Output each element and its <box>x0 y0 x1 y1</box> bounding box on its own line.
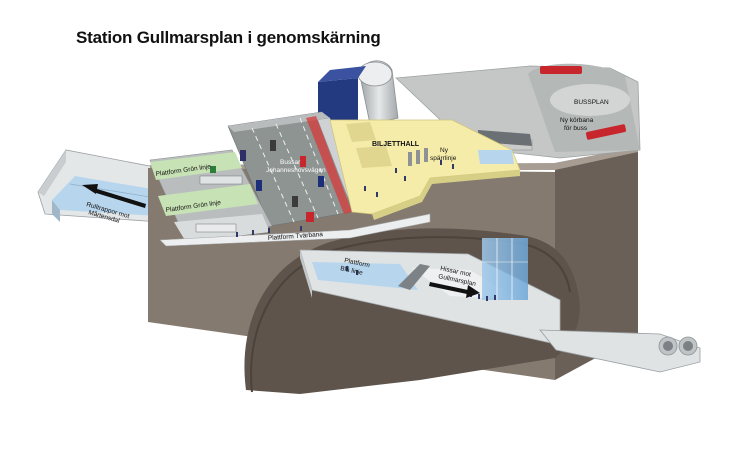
blue-line-level <box>299 238 561 346</box>
green-line-deck <box>149 149 431 247</box>
blue-line-platform <box>312 262 418 290</box>
label-bussar-1: Bussar <box>280 159 301 166</box>
label-bussar-2: Johanneshovsvägen <box>266 167 326 174</box>
road-deck <box>227 111 360 227</box>
train-car <box>199 175 243 185</box>
tram-car <box>195 223 237 233</box>
direction-arrows <box>82 184 480 298</box>
glass-arcade <box>318 60 399 132</box>
lower-right-tunnel <box>539 329 701 373</box>
green-platform-2 <box>158 184 258 216</box>
label-bussplan: BUSSPLAN <box>574 99 609 106</box>
bus-icon <box>306 212 314 222</box>
diagram-title: Station Gullmarsplan i genomskärning <box>76 28 381 47</box>
label-ny-sparrlinje-2: spärrlinje <box>430 155 457 162</box>
label-ny-sparrlinje-1: Ny <box>440 147 449 154</box>
escalator-lower <box>398 264 430 290</box>
green-platform-1 <box>150 152 242 180</box>
left-tunnel <box>37 149 161 223</box>
overpass-rail <box>306 116 352 214</box>
bus-icon <box>540 66 582 74</box>
label-biljetthall: BILJETTHALL <box>372 141 420 148</box>
ticket-hall <box>329 119 521 220</box>
arrow-right-icon <box>466 285 480 298</box>
label-ny-korbana-1: Ny körbana <box>560 117 594 124</box>
bus-icon <box>585 124 627 140</box>
label-plattform-tvarbana: Plattform Tvärbana <box>268 231 324 242</box>
arrow-left-icon <box>82 184 98 194</box>
label-ny-korbana-2: för buss <box>564 125 588 132</box>
left-tunnel-platform <box>52 176 158 216</box>
elevator-shaft <box>482 238 528 300</box>
